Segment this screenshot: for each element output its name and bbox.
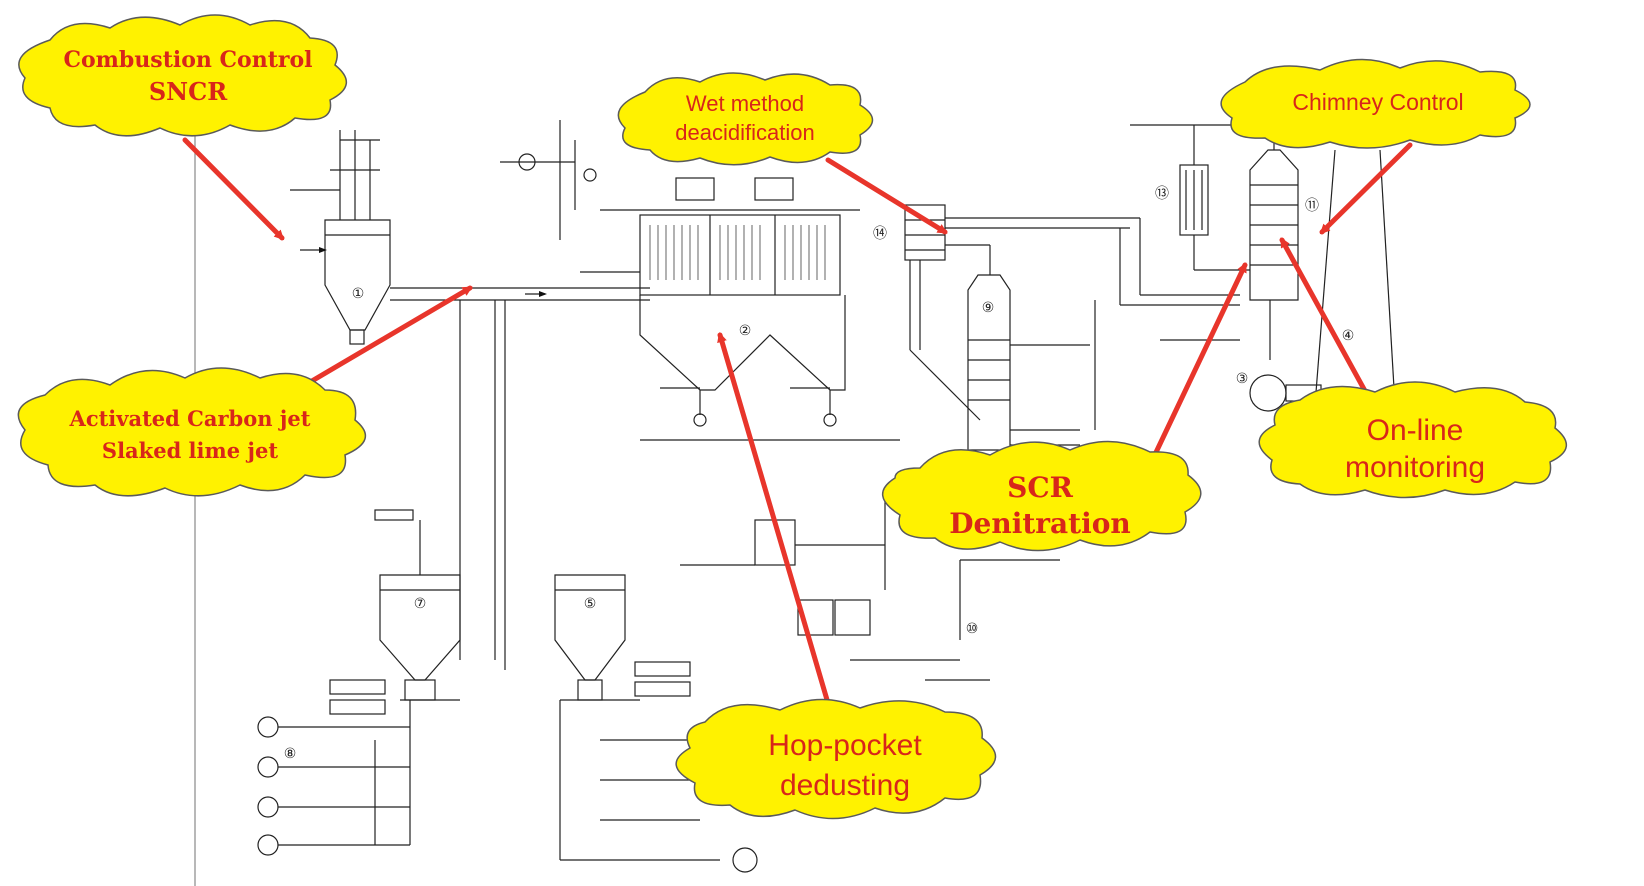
- unit-2-baghouse: ②: [500, 120, 900, 441]
- cloud-wet-line2: deacidification: [675, 120, 814, 145]
- cloud-chimney: Chimney Control: [1220, 58, 1531, 149]
- unit-9-scrubber: ⑨: [967, 274, 1096, 451]
- arrow-monitor: [1279, 237, 1373, 403]
- unit-5-label: ⑤: [584, 596, 597, 612]
- unit-14-label: ⑭: [873, 226, 887, 242]
- cloud-sncr-line1: Combustion Control: [63, 47, 312, 73]
- unit-4-label: ④: [1342, 328, 1355, 344]
- arrow-sncr: [182, 137, 285, 241]
- unit-9-label: ⑨: [982, 300, 995, 316]
- unit-2-label: ②: [739, 323, 752, 339]
- arrow-carbon: [297, 285, 473, 391]
- cloud-carbon: Activated Carbon jet Slaked lime jet: [17, 367, 367, 497]
- unit-13-label: ⑬: [1155, 186, 1169, 202]
- cloud-monitor-line1: On-line: [1367, 414, 1464, 447]
- cloud-scr-line1: SCR: [1007, 471, 1074, 504]
- cloud-hop: Hop-pocket dedusting: [675, 698, 997, 820]
- unit-13-ggh: ⑬: [1155, 125, 1250, 271]
- cloud-sncr: Combustion Control SNCR: [18, 14, 347, 137]
- cloud-carbon-line1: Activated Carbon jet: [69, 406, 311, 431]
- unit-7-label: ⑦: [414, 596, 427, 612]
- cloud-monitor: On-line monitoring: [1258, 381, 1567, 499]
- unit-1-reactor: ①: [290, 130, 391, 345]
- unit-1-label: ①: [352, 286, 365, 302]
- arrow-wet: [825, 157, 948, 235]
- cloud-monitor-line2: monitoring: [1345, 451, 1485, 484]
- unit-7-silo: ⑦: [329, 509, 461, 715]
- cloud-hop-line2: dedusting: [780, 769, 910, 802]
- cloud-scr: SCR Denitration: [882, 440, 1202, 552]
- unit-5-silo: ⑤: [554, 574, 691, 701]
- cloud-wet-line1: Wet method: [686, 91, 804, 116]
- unit-14-heat-exchanger: ⑭: [873, 204, 1140, 421]
- cloud-wet: Wet method deacidification: [617, 72, 874, 166]
- unit-11-label: ⑪: [1305, 198, 1319, 214]
- callout-arrows: [182, 137, 1413, 713]
- cloud-chimney-line1: Chimney Control: [1292, 89, 1463, 115]
- unit-3-label: ③: [1236, 371, 1249, 387]
- unit-11-scr-reactor: ⑪: [1130, 124, 1319, 360]
- unit-8-label: ⑧: [284, 746, 297, 762]
- cloud-hop-line1: Hop-pocket: [768, 729, 922, 762]
- cloud-sncr-line2: SNCR: [149, 77, 228, 106]
- unit-10-label: ⑩: [966, 621, 979, 637]
- arrow-hop: [717, 332, 833, 713]
- cloud-scr-line2: Denitration: [949, 507, 1131, 540]
- arrow-scr: [1147, 262, 1248, 468]
- arrow-chimney: [1319, 142, 1413, 235]
- unit-4-chimney: ④: [1314, 149, 1396, 406]
- cloud-carbon-line2: Slaked lime jet: [102, 438, 278, 463]
- unit-8-blowers: ⑧: [257, 700, 411, 856]
